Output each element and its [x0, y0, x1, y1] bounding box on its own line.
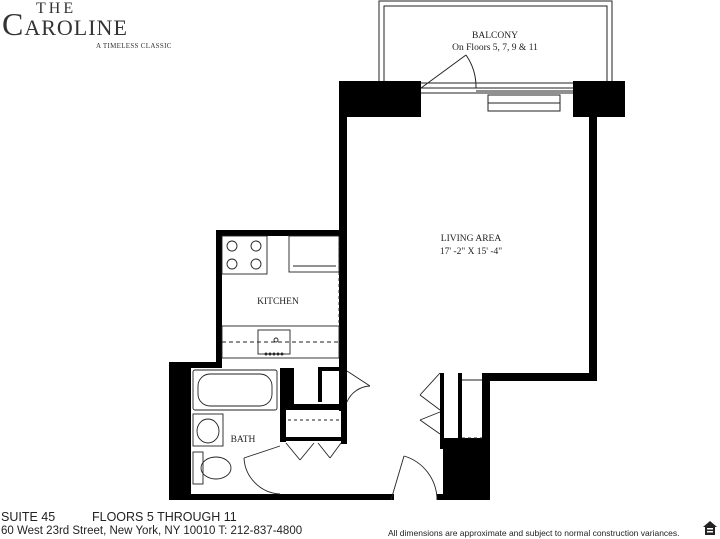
floors-label: FLOORS 5 THROUGH 11: [92, 510, 237, 524]
living-area-label: LIVING AREA: [441, 234, 502, 244]
kitchen-label: KITCHEN: [257, 297, 299, 307]
logo-the: THE: [36, 0, 77, 17]
address-line: 60 West 23rd Street, New York, NY 10010 …: [1, 525, 303, 537]
living-area-dimensions: 17' -2" X 15' -4": [440, 247, 502, 257]
equal-housing-icon: [703, 521, 717, 535]
walls: [169, 81, 625, 500]
balcony: [378, 0, 613, 84]
kitchen-fixtures: [221, 235, 340, 359]
logo-main-text: Caroline: [2, 6, 128, 42]
balcony-note: On Floors 5, 7, 9 & 11: [452, 43, 538, 53]
logo-tagline: A TIMELESS CLASSIC: [96, 42, 172, 50]
disclaimer: All dimensions are approximate and subje…: [388, 528, 680, 538]
suite-label: SUITE 45: [1, 510, 56, 524]
bath-label: BATH: [231, 435, 256, 445]
logo-wordmark: Caroline: [2, 6, 128, 43]
bath-fixtures: [192, 369, 281, 495]
balcony-door: [420, 54, 573, 112]
interior-doors: [285, 370, 482, 501]
balcony-label: BALCONY: [472, 31, 518, 41]
floor-plan: BALCONY On Floors 5, 7, 9 & 11 LIVING AR…: [169, 0, 625, 501]
